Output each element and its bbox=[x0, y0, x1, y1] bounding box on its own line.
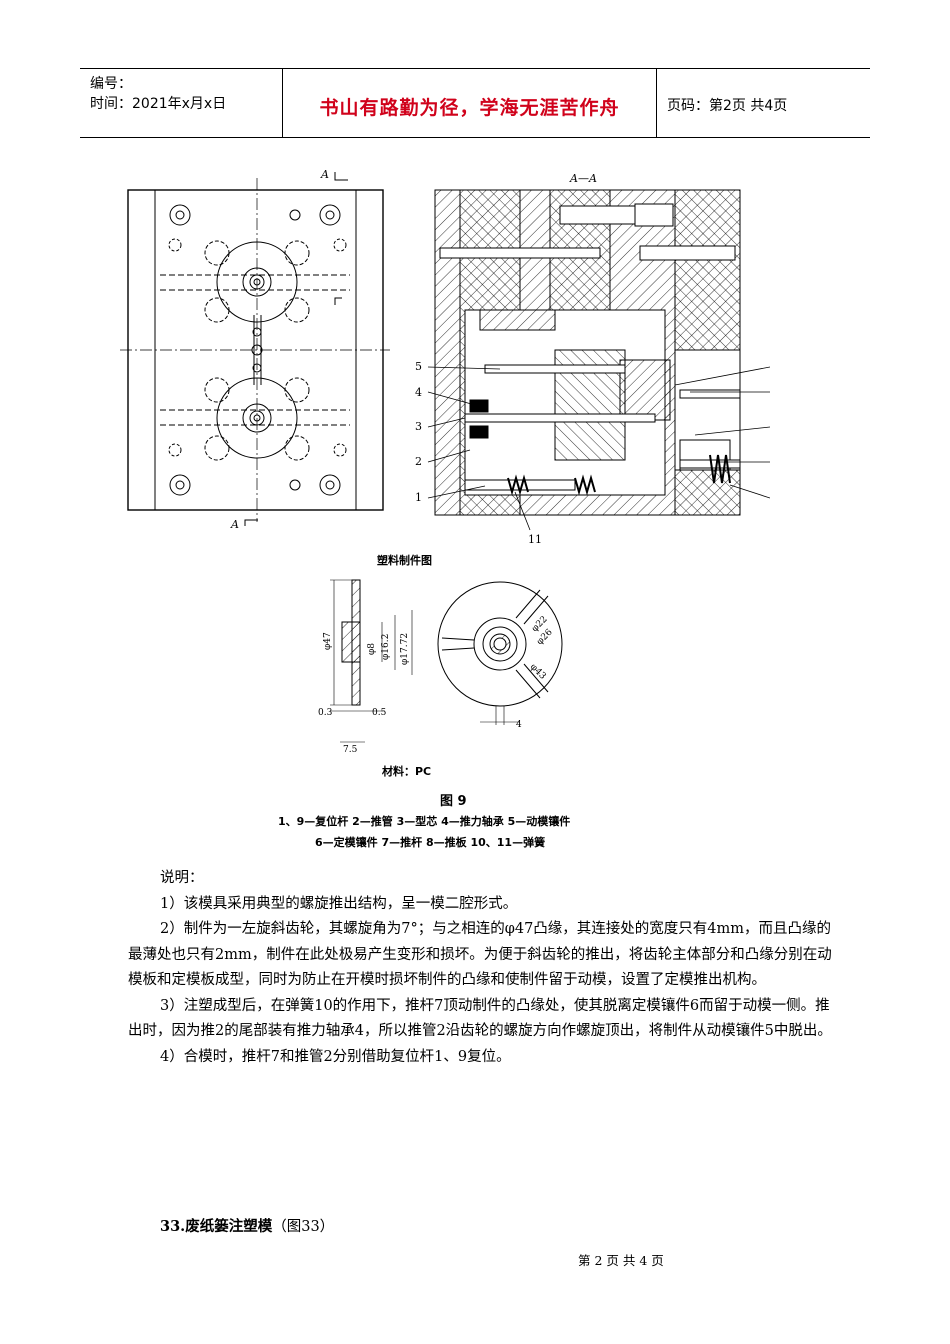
motto: 书山有路勤为径，学海无涯苦作舟 bbox=[319, 97, 620, 119]
part-drawing bbox=[330, 579, 563, 743]
part-label-1: 1 bbox=[415, 491, 422, 504]
part-label-2: 2 bbox=[415, 455, 422, 468]
dim-d8: φ8 bbox=[367, 643, 377, 655]
section-ref: （图33） bbox=[272, 1219, 335, 1235]
part-label-4: 4 bbox=[415, 386, 422, 399]
dim-d47: φ47 bbox=[323, 632, 333, 650]
section-heading: 33.废纸篓注塑模（图33） bbox=[160, 1215, 334, 1236]
part-label-3: 3 bbox=[415, 420, 422, 433]
section-mark-bottom: A bbox=[230, 518, 239, 531]
page-header: 编号： 时间：2021年x月x日 书山有路勤为径，学海无涯苦作舟 页码：第2页 … bbox=[80, 68, 870, 138]
section-title-text: 废纸篓注塑模 bbox=[185, 1218, 273, 1235]
section-title: A—A bbox=[569, 172, 597, 185]
dim-d16-2: φ16.2 bbox=[381, 634, 391, 660]
material-label: 材料：PC bbox=[382, 765, 432, 778]
leader-lines bbox=[427, 366, 771, 531]
mold-figure: A A bbox=[120, 160, 785, 860]
time-label: 时间：2021年x月x日 bbox=[90, 96, 227, 112]
header-motto-cell: 书山有路勤为径，学海无涯苦作舟 bbox=[283, 69, 657, 137]
figure-legend-line-1: 1、9—复位杆 2—推管 3—型芯 4—推力轴承 5—动模镶件 bbox=[278, 815, 571, 828]
figure-legend-line-2: 6—定模镶件 7—推杆 8—推板 10、11—弹簧 bbox=[315, 836, 546, 849]
part-label-11: 11 bbox=[528, 533, 542, 546]
paragraph-2: 2）制件为一左旋斜齿轮，其螺旋角为7°；与之相连的φ47凸缘，其连接处的宽度只有… bbox=[128, 921, 832, 988]
dim-w75: 7.5 bbox=[343, 745, 358, 755]
part-label-5: 5 bbox=[415, 360, 422, 373]
header-meta-cell: 编号： 时间：2021年x月x日 bbox=[80, 69, 283, 137]
section-number: 33. bbox=[160, 1218, 186, 1235]
section-mark-top: A bbox=[320, 168, 329, 181]
page-footer: 第 2 页 共 4 页 bbox=[578, 1253, 664, 1268]
paragraph-4: 4）合模时，推杆7和推管2分别借助复位杆1、9复位。 bbox=[160, 1048, 511, 1065]
dim-w05: 0.5 bbox=[372, 708, 387, 718]
mold-drawing: A A bbox=[120, 168, 785, 755]
dim-w03: 0.3 bbox=[318, 708, 333, 718]
header-page-cell: 页码：第2页 共4页 bbox=[657, 69, 870, 137]
part-drawing-title: 塑料制件图 bbox=[377, 553, 432, 567]
description: 说明： 1）该模具采用典型的螺旋推出结构，呈一模二腔形式。 2）制件为一左旋斜齿… bbox=[128, 866, 838, 1070]
figure-number: 图 9 bbox=[440, 794, 467, 809]
paragraph-3: 3）注塑成型后，在弹簧10的作用下，推杆7顶动制件的凸缘处，使其脱离定模镶件6而… bbox=[128, 997, 832, 1040]
dim-w4: 4 bbox=[516, 720, 522, 730]
section-view bbox=[434, 189, 741, 516]
page-info: 页码：第2页 共4页 bbox=[667, 98, 788, 114]
dim-d17-72: φ17.72 bbox=[400, 633, 410, 665]
paragraph-1: 1）该模具采用典型的螺旋推出结构，呈一模二腔形式。 bbox=[160, 895, 518, 912]
number-label: 编号： bbox=[90, 76, 132, 92]
description-heading: 说明： bbox=[160, 870, 204, 886]
dim-d43: φ43 bbox=[528, 662, 548, 682]
plan-view bbox=[120, 172, 390, 526]
